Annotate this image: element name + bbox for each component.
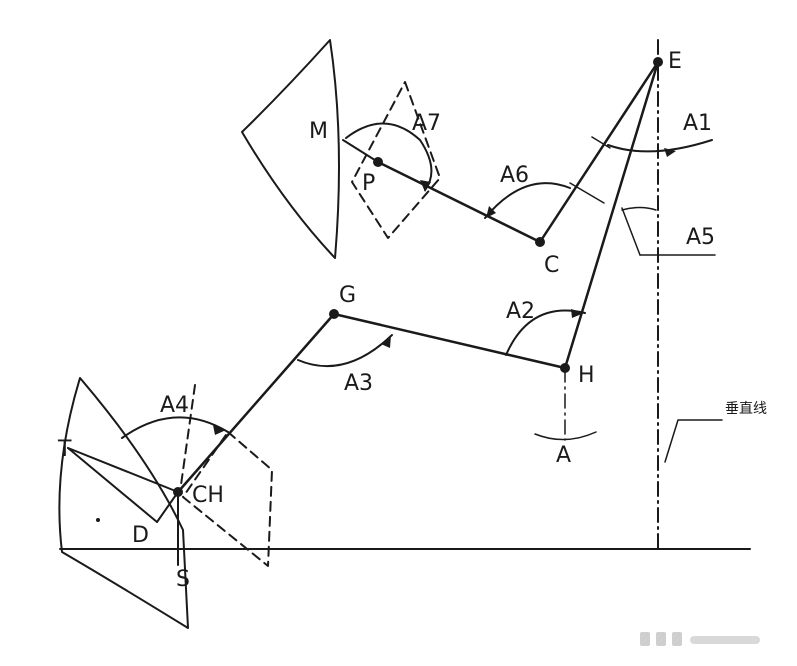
segment-t-d (67, 447, 158, 523)
segment-e-c (538, 60, 660, 244)
label-a1: A1 (683, 111, 712, 136)
lower-panel-solid (58, 377, 189, 629)
arc-a4-arrowhead (213, 425, 226, 435)
arc-a7-arrowhead (420, 180, 431, 192)
segment-c-p (376, 160, 542, 244)
arc-a1 (607, 139, 713, 153)
upper-panel-dashed (351, 81, 441, 239)
label-d: D (132, 523, 149, 548)
segment-g-h (332, 312, 567, 370)
label-g: G (339, 283, 356, 308)
upper-panel-solid (241, 39, 340, 259)
segment-g-ch (176, 312, 336, 494)
watermark (640, 632, 760, 646)
label-p: P (362, 171, 375, 196)
arc-a6 (484, 182, 571, 219)
label-h: H (578, 363, 595, 388)
point-c (535, 237, 545, 247)
point-h (560, 363, 570, 373)
label-a7: A7 (412, 111, 441, 136)
segment-t-ch (67, 447, 179, 493)
label-t: T (57, 437, 72, 462)
arc-a2-arrowhead (571, 309, 584, 318)
lower-panel-dashed (182, 431, 273, 567)
a6-ext-line (569, 182, 605, 204)
vertical-line-label: 垂直线 (725, 400, 767, 417)
label-a2: A2 (506, 299, 535, 324)
a1-tick (591, 136, 611, 149)
arc-a6-arrowhead (486, 206, 496, 218)
arc-a4 (121, 416, 229, 439)
label-e: E (668, 49, 682, 74)
point-e (653, 57, 663, 67)
arc-a (534, 431, 597, 441)
label-a: A (556, 443, 571, 468)
arc-a5 (621, 206, 657, 211)
point-p (373, 157, 383, 167)
lower-panel-dot (96, 518, 100, 522)
a5-reference-leg (621, 207, 641, 256)
label-m: M (309, 119, 328, 144)
point-g (329, 309, 339, 319)
label-ch: CH (192, 483, 224, 508)
arc-a7 (345, 122, 433, 191)
point-ch (173, 487, 183, 497)
segment-m-p (342, 139, 379, 163)
arc-a1-arrowhead (664, 148, 676, 157)
label-c: C (544, 253, 559, 278)
label-s: S (176, 567, 190, 592)
label-a4: A4 (160, 393, 189, 418)
label-a6: A6 (500, 163, 529, 188)
arc-a3-arrowhead (381, 335, 391, 348)
segment-e-h (563, 60, 660, 370)
segment-d-ch (156, 491, 179, 523)
label-a5: A5 (686, 225, 715, 250)
label-a3: A3 (344, 371, 373, 396)
a4-dashed-reference (179, 384, 196, 493)
vertical-label-leader (664, 419, 723, 463)
